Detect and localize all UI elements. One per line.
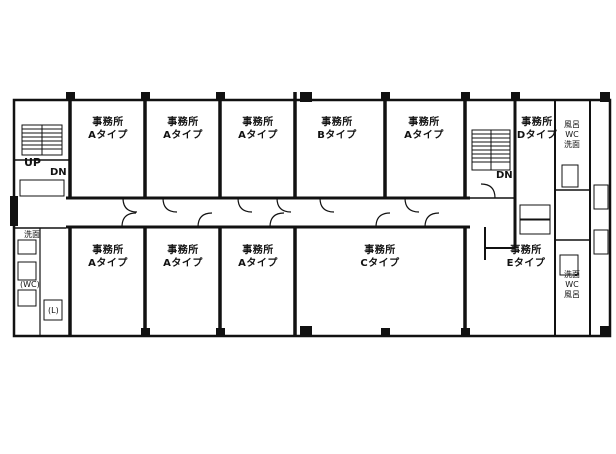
stair-right bbox=[471, 129, 511, 171]
wash-left: 洗面 bbox=[24, 230, 40, 239]
toilet-left: (L) bbox=[48, 306, 59, 315]
stair-left bbox=[19, 124, 65, 197]
stair-dn-right-label: DN bbox=[496, 170, 513, 181]
stair-dn-label: DN bbox=[50, 167, 67, 178]
stair-up-label: UP bbox=[24, 156, 41, 169]
wc-left: (WC) bbox=[20, 280, 40, 289]
bath-fixtures bbox=[17, 164, 609, 321]
